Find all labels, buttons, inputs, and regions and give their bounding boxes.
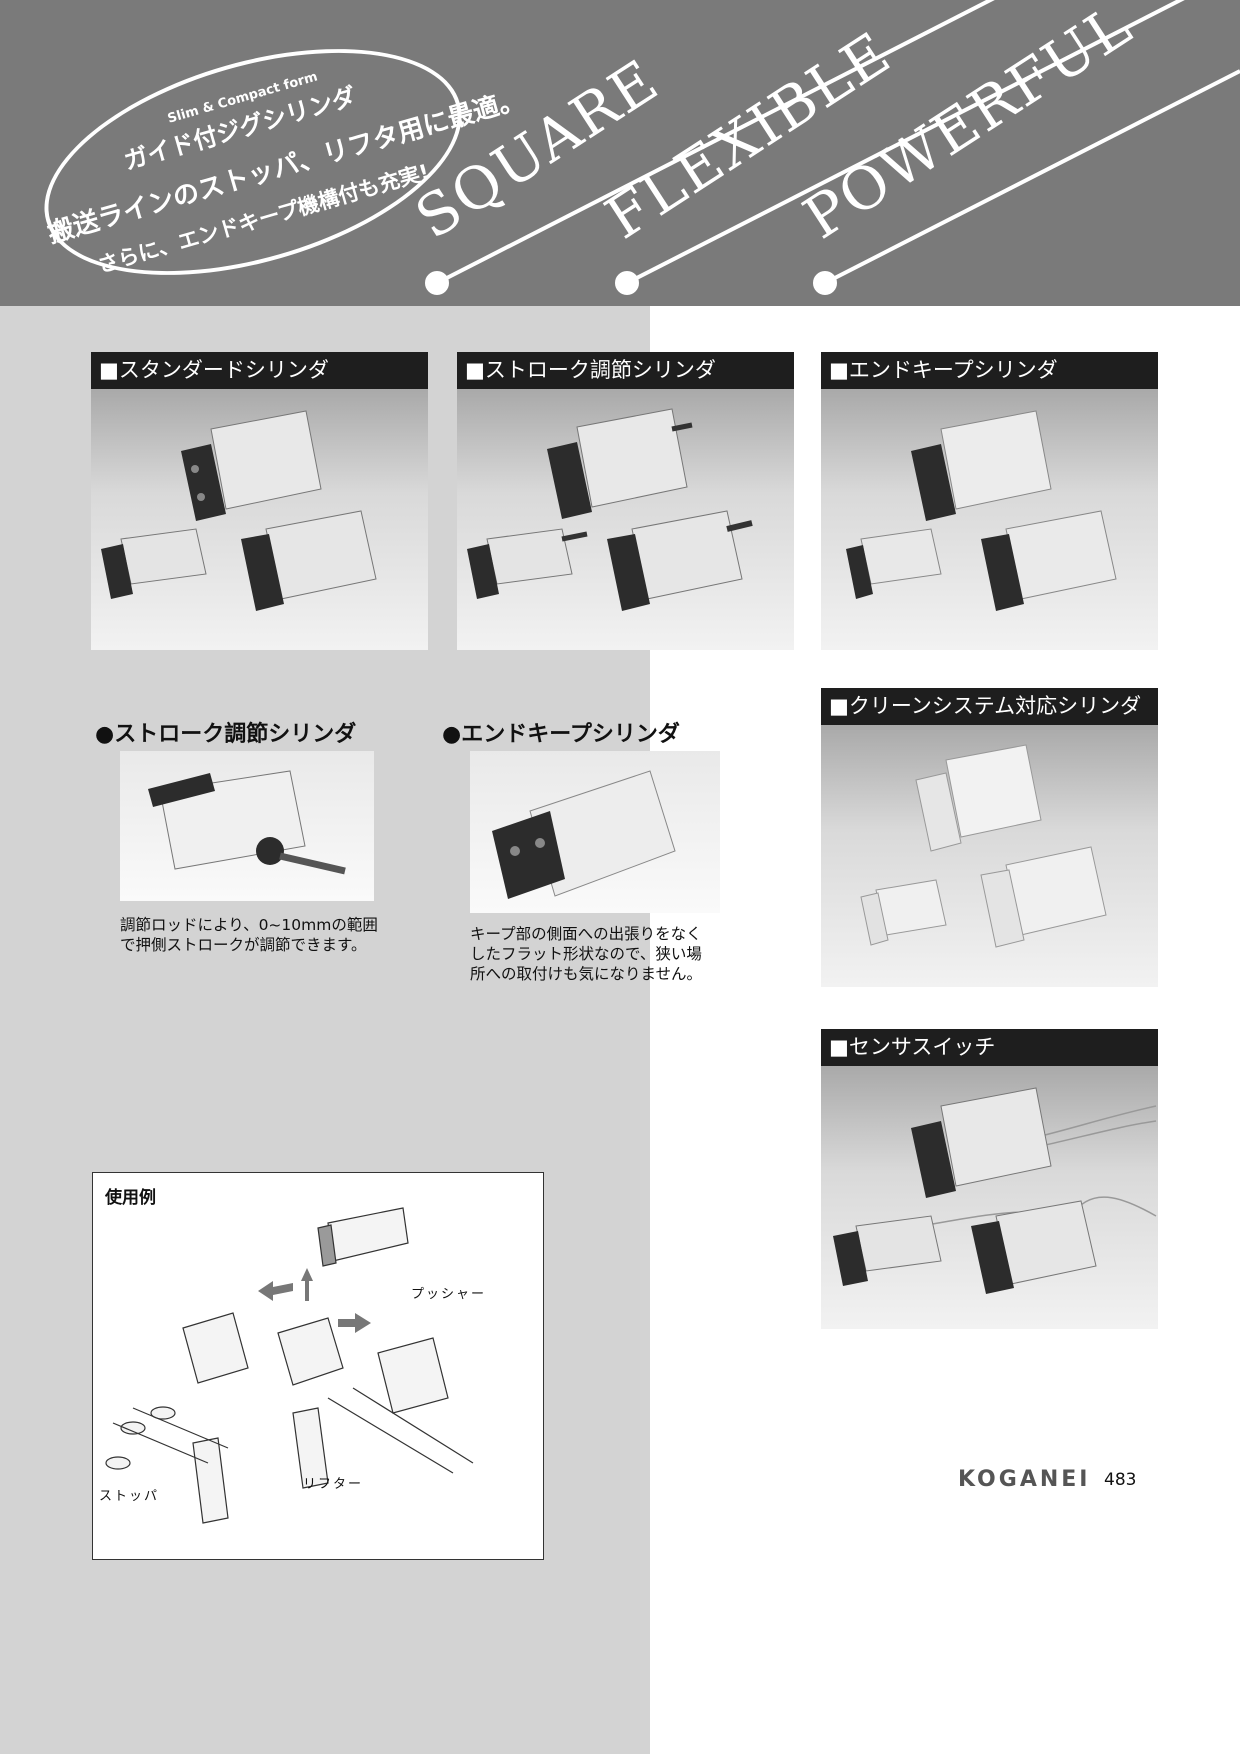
feature-text-endkeep: キープ部の側面への出張りをなく したフラット形状なので、狭い場 所への取付けも気… [470,925,703,983]
card-standard-cylinder: ■スタンダードシリンダ [91,352,428,650]
card-clean-cylinder: ■クリーンシステム対応シリンダ [821,688,1158,987]
usage-example-box: 使用例 プ [92,1172,544,1560]
card-title: ■ストローク調節シリンダ [457,352,794,389]
card-title: ■スタンダードシリンダ [91,352,428,389]
product-photo [91,389,428,650]
page-number: 483 [1104,1470,1137,1490]
product-photo [821,1066,1158,1329]
feature-text-stroke: 調節ロッドにより、0~10mmの範囲 で押側ストロークが調節できます。 [120,916,378,954]
product-photo [457,389,794,650]
diagonal-lines [425,0,1240,295]
cylinder-small [101,528,207,599]
card-title: ■センサスイッチ [821,1029,1158,1066]
feature-photo-endkeep [470,751,720,913]
feature-title-endkeep: ●エンドキープシリンダ [442,722,680,747]
card-sensor-switch: ■センサスイッチ [821,1029,1158,1329]
cylinder-large [181,410,322,521]
product-photo [821,725,1158,987]
header-banner: SQUARE FLEXIBLE POWERFUL Slim & Compact … [0,0,1240,306]
usage-title: 使用例 [105,1188,156,1208]
feature-title-stroke: ●ストローク調節シリンダ [95,722,357,747]
card-stroke-cylinder: ■ストローク調節シリンダ [457,352,794,650]
product-photo [821,389,1158,650]
card-endkeep-cylinder: ■エンドキープシリンダ [821,352,1158,650]
cylinder-medium [241,510,377,611]
label-stopper: ストッパ [99,1489,160,1504]
usage-illustration [105,1207,474,1524]
label-pusher: プッシャー [411,1287,487,1302]
card-title: ■エンドキープシリンダ [821,352,1158,389]
brand-logo: KOGANEI [958,1467,1091,1492]
card-title: ■クリーンシステム対応シリンダ [821,688,1158,725]
label-lifter: リフター [303,1477,364,1492]
feature-photo-stroke [120,751,374,901]
